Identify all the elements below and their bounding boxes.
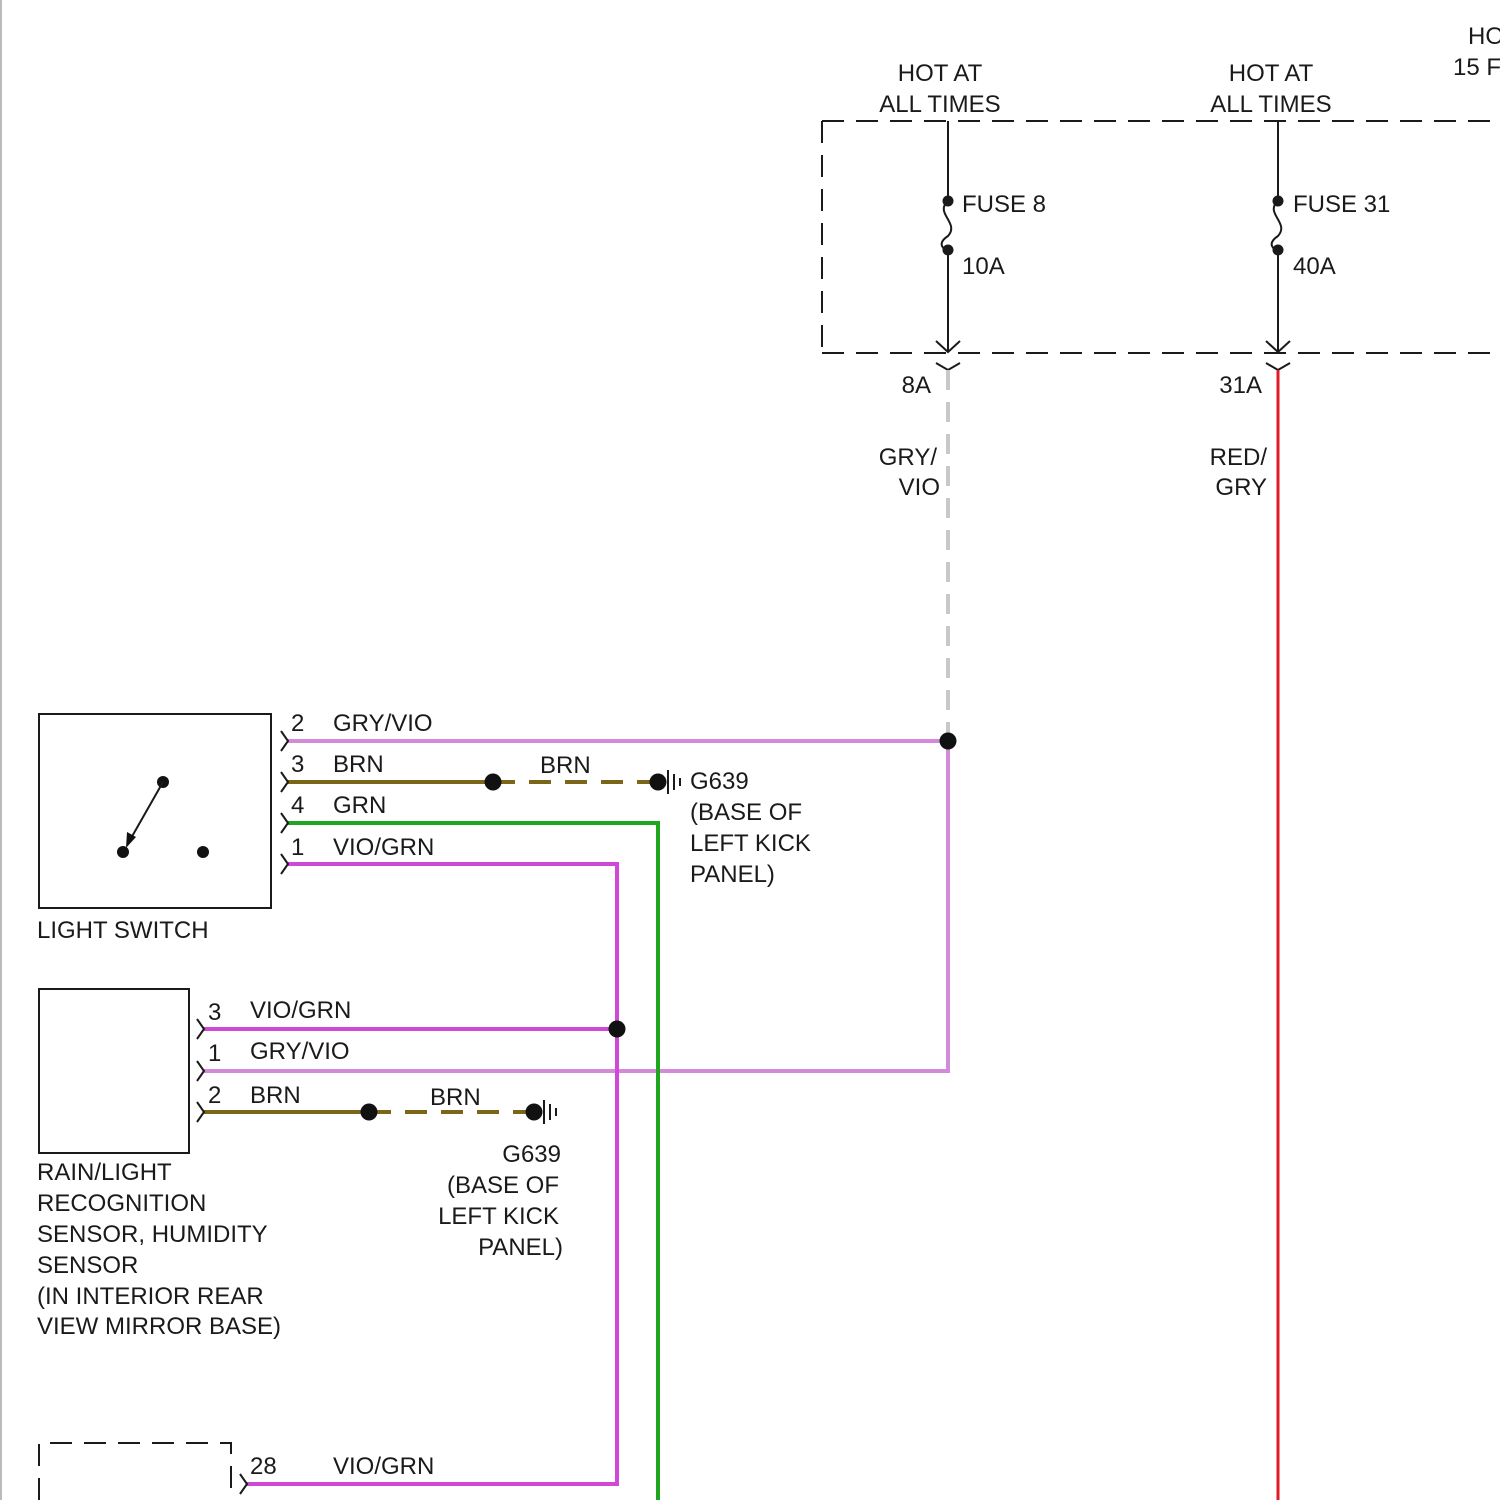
ground-icon: [526, 1100, 557, 1124]
lower-module-border: [39, 1443, 231, 1500]
fuse-symbol-icon: [942, 201, 952, 250]
splice-dot: [361, 1104, 378, 1121]
pin-wire-label: VIO/GRN: [250, 997, 351, 1024]
component-label-6: VIEW MIRROR BASE): [37, 1313, 281, 1340]
hot-label-2: ALL TIMES: [879, 91, 1000, 118]
ground-location-2: LEFT KICK: [438, 1203, 559, 1230]
ground-label-g639-lower: G639 (BASE OF LEFT KICK PANEL): [438, 1141, 563, 1261]
component-label-2: RECOGNITION: [37, 1190, 206, 1217]
ground-id: G639: [690, 768, 749, 795]
wire-color-label-2: GRY: [1215, 474, 1267, 501]
light-switch: LIGHT SWITCH 2 GRY/VIO 3 BRN 4 GRN 1 VIO…: [37, 710, 434, 944]
fuse-31-column: HOT AT ALL TIMES FUSE 31 40A 31A RED/ GR…: [1210, 60, 1391, 501]
pin-wire-label: BRN: [250, 1082, 301, 1109]
pin-number: 3: [291, 751, 304, 778]
connector-pin-3: 3 VIO/GRN: [197, 997, 351, 1039]
connector-pin-2: 2 GRY/VIO: [281, 710, 433, 751]
light-switch-box: [39, 714, 271, 908]
ground-location-1: (BASE OF: [690, 799, 802, 826]
pin-wire-label: VIO/GRN: [333, 1453, 434, 1480]
pin-wire-label: VIO/GRN: [333, 834, 434, 861]
wire-color-label-2: VIO: [899, 474, 940, 501]
fuse-label: FUSE 8: [962, 191, 1046, 218]
hot-label-2: ALL TIMES: [1210, 91, 1331, 118]
splice-dot: [940, 733, 957, 750]
fuse-label: FUSE 31: [1293, 191, 1390, 218]
partial-hot-label-2: 15 F: [1453, 54, 1500, 81]
connector-pin-4: 4 GRN: [281, 792, 386, 833]
terminal-label: 31A: [1219, 372, 1262, 399]
connector-pin-3: 3 BRN: [281, 751, 384, 792]
pin-number: 1: [208, 1040, 221, 1067]
ground-wire-label: BRN: [430, 1084, 481, 1111]
wire-vio-grn: [247, 864, 617, 1484]
switch-contact-icon: [117, 776, 209, 858]
ground-location-2: LEFT KICK: [690, 830, 811, 857]
pin-number: 4: [291, 792, 304, 819]
component-label-3: SENSOR, HUMIDITY: [37, 1221, 268, 1248]
rain-light-sensor: RAIN/LIGHT RECOGNITION SENSOR, HUMIDITY …: [37, 989, 351, 1340]
terminal-label: 8A: [902, 372, 931, 399]
lower-module: 28 VIO/GRN: [39, 1443, 434, 1500]
pin-wire-label: GRN: [333, 792, 386, 819]
connector-socket-icon: [936, 363, 960, 370]
pin-number: 1: [291, 834, 304, 861]
ground-location-3: PANEL): [690, 861, 775, 888]
component-label-5: (IN INTERIOR REAR: [37, 1283, 264, 1310]
wire-color-label-1: GRY/: [879, 444, 938, 471]
splice-dot: [609, 1021, 626, 1038]
fuse-rating: 40A: [1293, 253, 1336, 280]
ground-location-3: PANEL): [478, 1234, 563, 1261]
hot-label-1: HOT AT: [1229, 60, 1314, 87]
ground-wire-label: BRN: [540, 752, 591, 779]
pin-number: 28: [250, 1453, 277, 1480]
pin-wire-label: BRN: [333, 751, 384, 778]
wire-color-label-1: RED/: [1210, 444, 1268, 471]
connector-pin-2: 2 BRN: [197, 1082, 301, 1122]
sensor-box: [39, 989, 189, 1153]
component-label-4: SENSOR: [37, 1252, 138, 1279]
fuse-8-column: HOT AT ALL TIMES FUSE 8 10A 8A GRY/ VIO: [879, 60, 1046, 501]
pin-wire-label: GRY/VIO: [333, 710, 433, 737]
pin-wire-label: GRY/VIO: [250, 1038, 350, 1065]
connector-pin-1: 1 GRY/VIO: [197, 1038, 350, 1081]
fuse-symbol-icon: [1272, 201, 1282, 250]
wire-grn: [288, 823, 658, 1500]
fuse-box: HOT AT ALL TIMES FUSE 8 10A 8A GRY/ VIO …: [822, 23, 1500, 501]
ground-label-g639-upper: G639 (BASE OF LEFT KICK PANEL): [690, 768, 811, 888]
pin-number: 3: [208, 999, 221, 1026]
splice-dot: [485, 774, 502, 791]
component-label-1: RAIN/LIGHT: [37, 1159, 172, 1186]
hot-label-1: HOT AT: [898, 60, 983, 87]
ground-id: G639: [502, 1141, 561, 1168]
pin-number: 2: [208, 1082, 221, 1109]
connector-socket-icon: [1266, 363, 1290, 370]
connector-pin-1: 1 VIO/GRN: [281, 834, 434, 874]
component-label: LIGHT SWITCH: [37, 917, 209, 944]
ground-location-1: (BASE OF: [447, 1172, 559, 1199]
partial-hot-label-1: HO: [1468, 23, 1500, 50]
ground-icon: [650, 770, 681, 794]
fuse-rating: 10A: [962, 253, 1005, 280]
connector-pin-28: [240, 1474, 247, 1494]
pin-number: 2: [291, 710, 304, 737]
